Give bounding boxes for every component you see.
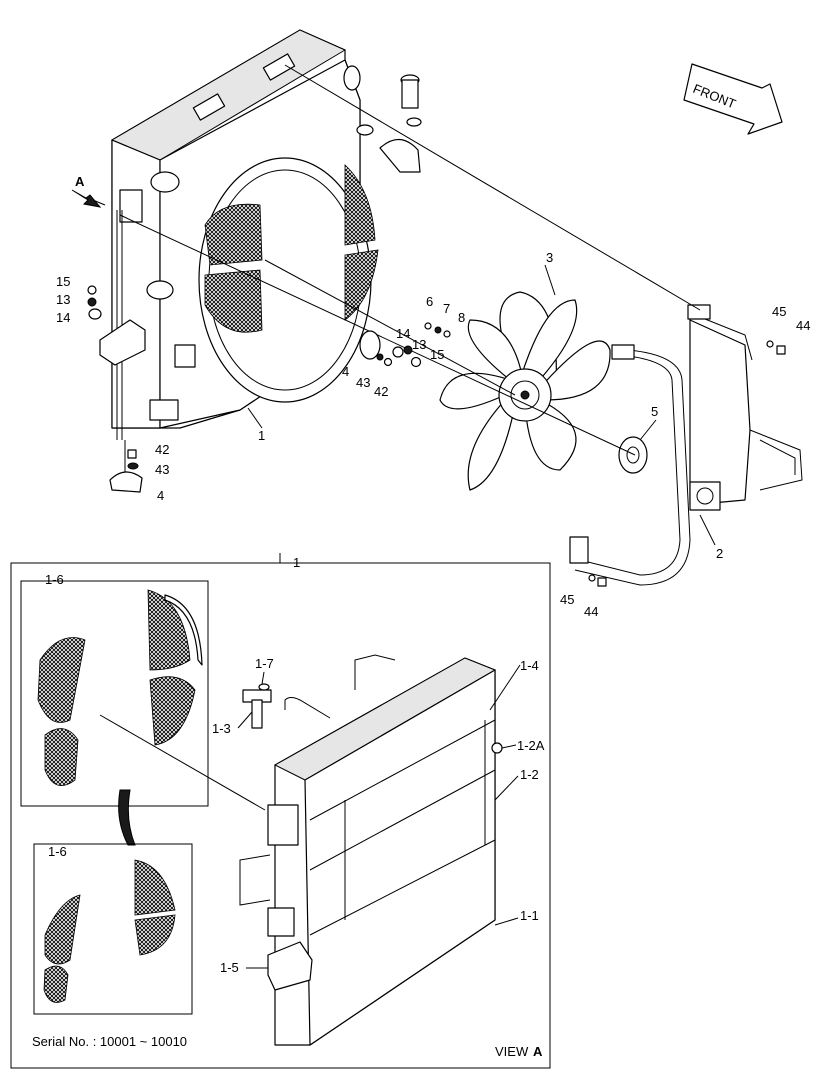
callout-8: 8 <box>458 310 465 325</box>
radiator-assembly <box>99 29 379 440</box>
callout-15-left: 15 <box>56 274 70 289</box>
callout-42-mid: 42 <box>374 384 388 399</box>
callout-4-low: 4 <box>157 488 164 503</box>
radiator-cap-assembly <box>356 74 422 173</box>
view-label-prefix: VIEW <box>495 1044 529 1059</box>
callout-2: 2 <box>716 546 723 561</box>
callout-labels: A 1 2 3 4 4 5 6 7 8 15 13 14 14 13 15 43… <box>56 174 810 619</box>
callout-1-6-bottom: 1-6 <box>48 844 67 859</box>
cooling-fan <box>439 291 611 491</box>
callout-7: 7 <box>443 301 450 316</box>
callout-1-5: 1-5 <box>220 960 239 975</box>
hardware-group <box>71 189 786 587</box>
serial-number-text: Serial No. : 10001 ~ 10010 <box>32 1034 187 1049</box>
front-arrow: FRONT <box>683 63 783 135</box>
callout-43-mid: 43 <box>356 375 370 390</box>
callout-44-top: 44 <box>796 318 810 333</box>
callout-45-top: 45 <box>772 304 786 319</box>
callout-6: 6 <box>426 294 433 309</box>
view-label-letter: A <box>533 1044 543 1059</box>
callout-42-low: 42 <box>155 442 169 457</box>
callout-44-low: 44 <box>584 604 598 619</box>
fan-spacer <box>618 436 648 474</box>
support-frame <box>569 304 803 586</box>
callout-14-left: 14 <box>56 310 70 325</box>
callout-5: 5 <box>651 404 658 419</box>
callout-1-2: 1-2 <box>520 767 539 782</box>
callout-43-low: 43 <box>155 462 169 477</box>
callout-1-7: 1-7 <box>255 656 274 671</box>
callout-3: 3 <box>546 250 553 265</box>
callout-1-2a: 1-2A <box>517 738 545 753</box>
callout-14-mid: 14 <box>396 326 410 341</box>
callout-1: 1 <box>258 428 265 443</box>
callout-45-low: 45 <box>560 592 574 607</box>
callout-1-3: 1-3 <box>212 721 231 736</box>
view-arrow-letter: A <box>75 174 85 189</box>
callout-15-mid: 15 <box>430 347 444 362</box>
callout-13-left: 13 <box>56 292 70 307</box>
callout-13-mid: 13 <box>412 337 426 352</box>
view-a-panel: 1 1-6 1-6 <box>10 553 551 1069</box>
callout-1-box: 1 <box>293 555 300 570</box>
callout-4-mid: 4 <box>342 364 349 379</box>
callout-1-1: 1-1 <box>520 908 539 923</box>
callout-1-6-top: 1-6 <box>45 572 64 587</box>
callout-1-4: 1-4 <box>520 658 539 673</box>
